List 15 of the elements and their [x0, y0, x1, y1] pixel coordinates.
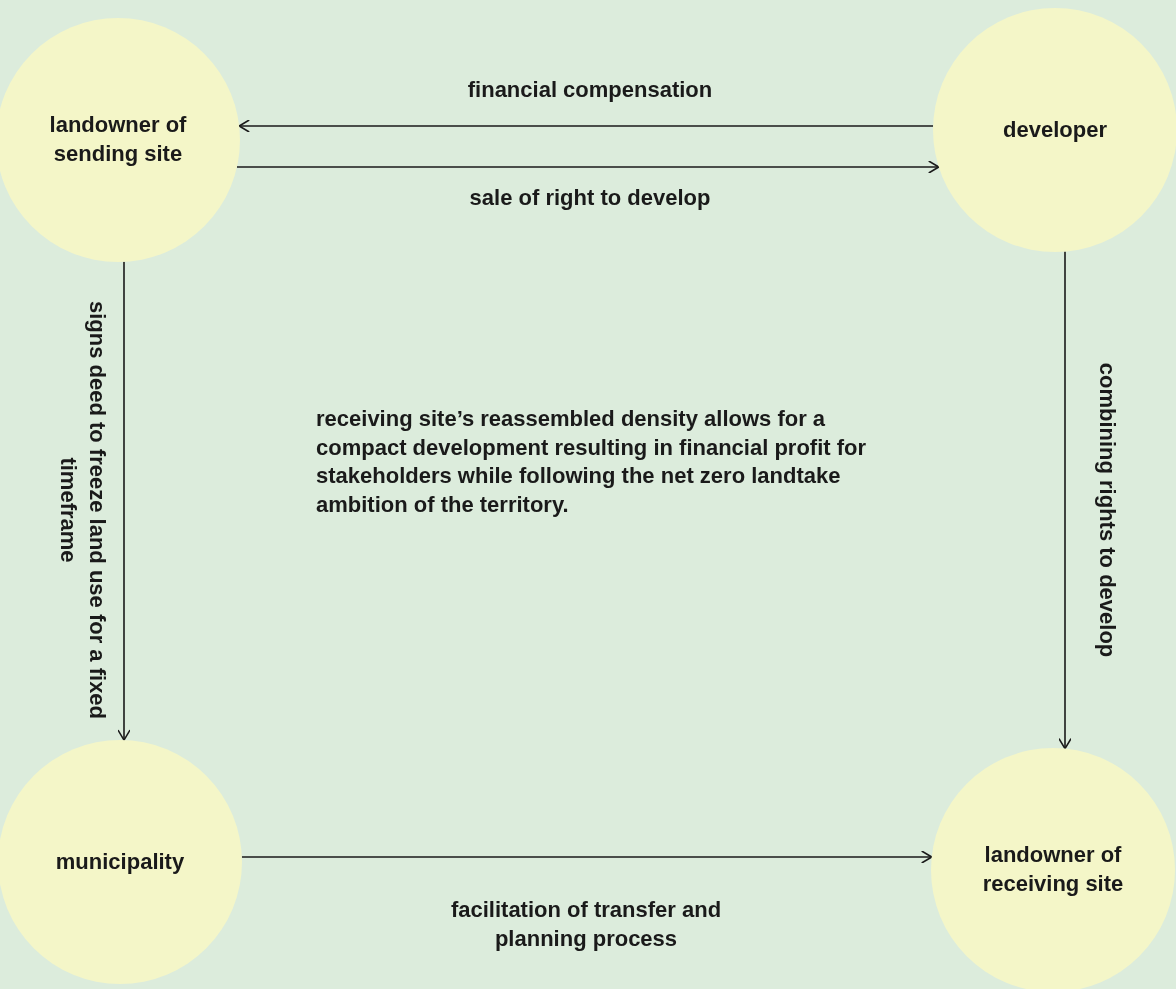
arrow [1058, 250, 1072, 750]
edge-label: signs deed to freeze land use for a fixed timeframe [55, 300, 111, 720]
arrow [236, 160, 940, 174]
arrow [241, 850, 933, 864]
actor-name: landowner of sending site [48, 111, 188, 168]
note-text: receiving site’s reassembled density allows for a compact development resulting in financial profit for stakeholders while following the net zero landtake ambition of the territory. [316, 405, 868, 519]
edge-label: sale of right to develop [468, 184, 712, 212]
actor-name: municipality [54, 847, 186, 876]
actor-name: landowner of receiving site [981, 841, 1125, 898]
edge-label: financial compensation [466, 76, 714, 104]
arrow [238, 119, 934, 133]
arrow [117, 261, 131, 741]
edge-label: facilitation of transfer and planning process [449, 896, 723, 953]
edge-label: combining rights to develop [1094, 361, 1122, 660]
actor-name: developer [1002, 115, 1108, 144]
